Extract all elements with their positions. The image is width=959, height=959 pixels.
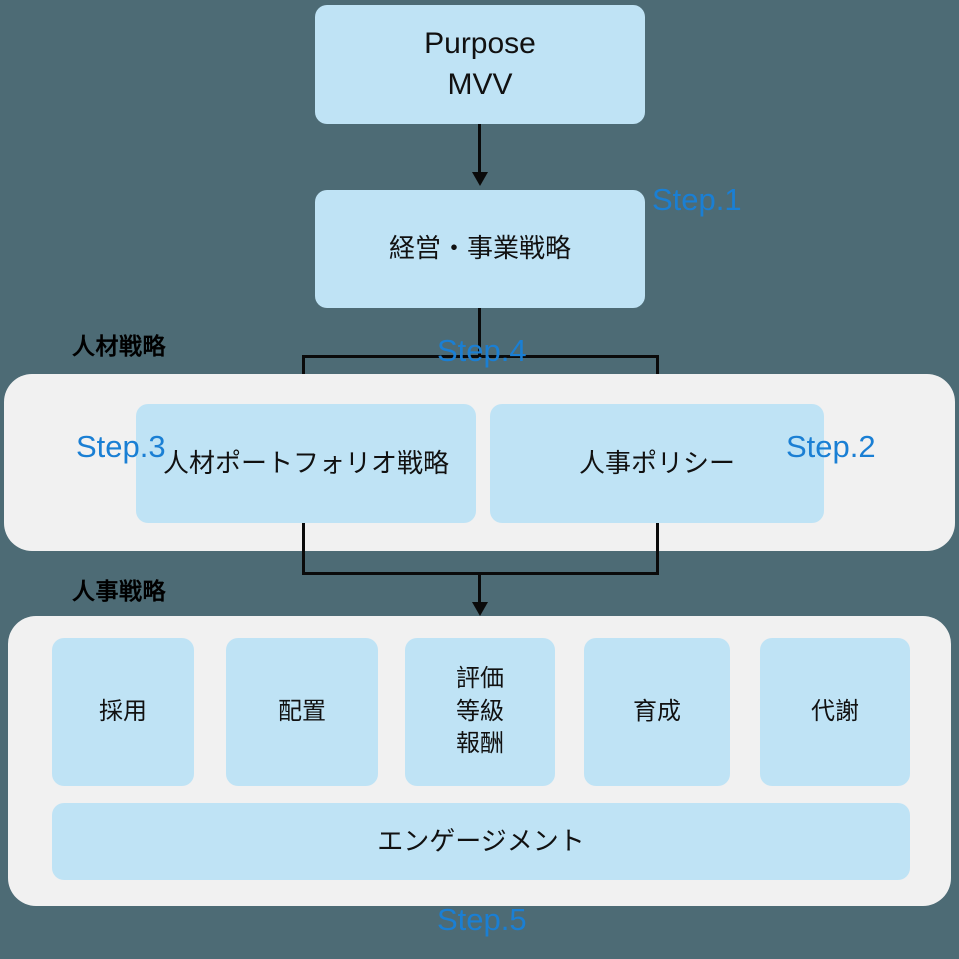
connector-merge-center-drop	[478, 572, 481, 607]
node-engagement-bar[interactable]: エンゲージメント	[52, 803, 910, 880]
node-hr-function-evaluation-grade-reward[interactable]: 評価 等級 報酬	[405, 638, 555, 786]
arrowhead-purpose-to-strategy	[472, 172, 488, 186]
caption-talent-strategy-text: 人材戦略	[72, 333, 166, 359]
step-label-5: Step.5	[437, 902, 527, 938]
node-talent-portfolio-strategy[interactable]: 人材ポートフォリオ戦略	[136, 404, 476, 523]
node-purpose-mvv[interactable]: Purpose MVV	[315, 5, 645, 124]
node-hr-function-turnover[interactable]: 代謝	[760, 638, 910, 786]
connector-branch-horizontal	[302, 355, 659, 358]
step-label-3-text: Step.3	[76, 429, 166, 464]
node-hr-function-turnover-label: 代謝	[811, 697, 859, 725]
step-label-2-text: Step.2	[786, 429, 876, 464]
step-label-3: Step.3	[76, 429, 166, 465]
caption-hr-strategy-text: 人事戦略	[72, 578, 166, 604]
step-label-4: Step.4	[437, 333, 527, 369]
connector-merge-left-stem	[302, 523, 305, 574]
node-hr-function-placement-label: 配置	[278, 697, 326, 725]
caption-hr-strategy: 人事戦略	[72, 572, 166, 606]
step-label-1: Step.1	[652, 182, 742, 218]
node-hr-function-development[interactable]: 育成	[584, 638, 730, 786]
connector-strategy-stem	[478, 308, 481, 357]
node-talent-portfolio-strategy-label: 人材ポートフォリオ戦略	[162, 447, 449, 478]
arrowhead-merge-center	[472, 602, 488, 616]
connector-merge-right-stem	[656, 523, 659, 574]
node-hr-function-recruit-label: 採用	[99, 697, 147, 725]
node-hr-function-development-label: 育成	[633, 697, 681, 725]
node-management-business-strategy[interactable]: 経営・事業戦略	[315, 190, 645, 308]
caption-talent-strategy: 人材戦略	[72, 327, 166, 361]
node-engagement-bar-label: エンゲージメント	[377, 825, 585, 856]
node-purpose-mvv-label: Purpose MVV	[424, 27, 536, 101]
node-hr-policy[interactable]: 人事ポリシー	[490, 404, 824, 523]
node-management-business-strategy-label: 経営・事業戦略	[388, 233, 571, 264]
node-hr-function-recruit[interactable]: 採用	[52, 638, 194, 786]
node-hr-function-placement[interactable]: 配置	[226, 638, 378, 786]
node-hr-function-evaluation-grade-reward-label: 評価 等級 報酬	[456, 665, 504, 758]
step-label-2: Step.2	[786, 429, 876, 465]
connector-purpose-to-strategy	[478, 124, 481, 174]
step-label-4-text: Step.4	[437, 333, 527, 368]
step-label-5-text: Step.5	[437, 902, 527, 937]
step-label-1-text: Step.1	[652, 182, 742, 217]
node-hr-policy-label: 人事ポリシー	[578, 447, 735, 478]
